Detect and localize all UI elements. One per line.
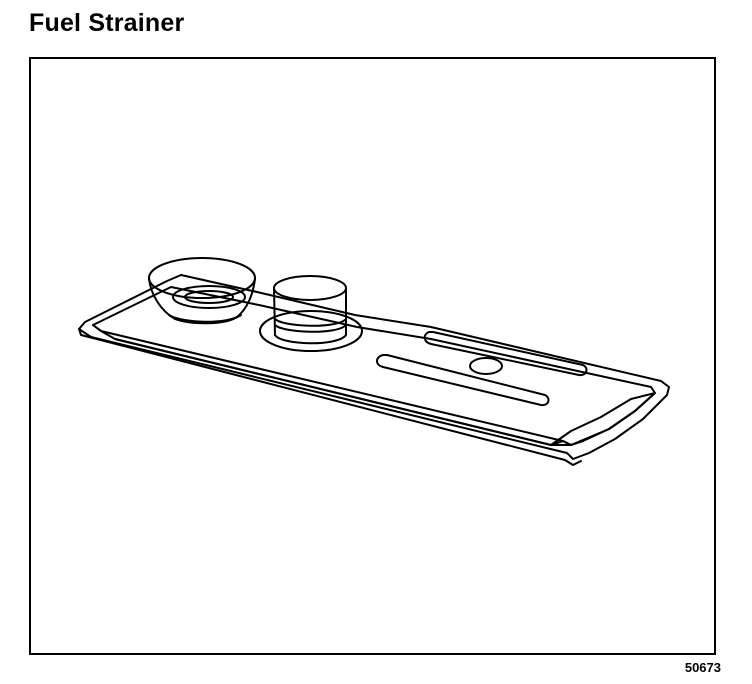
cylinder-wall: [273, 288, 347, 345]
fuel-strainer-illustration: [78, 257, 670, 466]
cup-inner-hole: [184, 290, 234, 304]
strainer-top-rim: [92, 286, 656, 446]
strainer-body: [78, 274, 670, 466]
vent-slot-upper: [423, 331, 588, 377]
figure-number: 50673: [684, 660, 721, 675]
cylinder-top: [273, 275, 347, 301]
page-title: Fuel Strainer: [29, 9, 185, 37]
cylinder-band-lower: [274, 324, 347, 333]
cup-fitting: [148, 257, 256, 325]
cylinder-base-ring: [259, 310, 363, 352]
cylinder-band: [274, 318, 347, 327]
strainer-flange-outline: [78, 274, 670, 460]
strainer-side-panel: [550, 392, 656, 446]
cylindrical-fitting: [259, 275, 363, 352]
cup-inner-ring: [172, 285, 246, 309]
cup-base-shadow: [168, 314, 242, 323]
round-hole: [469, 357, 503, 375]
strainer-flange-edge: [78, 328, 582, 466]
strainer-side-front: [114, 338, 552, 446]
cup-body: [148, 278, 256, 325]
figure-frame: [29, 57, 716, 655]
vent-slot-lower: [376, 354, 550, 407]
strainer-corner-left: [92, 324, 102, 332]
